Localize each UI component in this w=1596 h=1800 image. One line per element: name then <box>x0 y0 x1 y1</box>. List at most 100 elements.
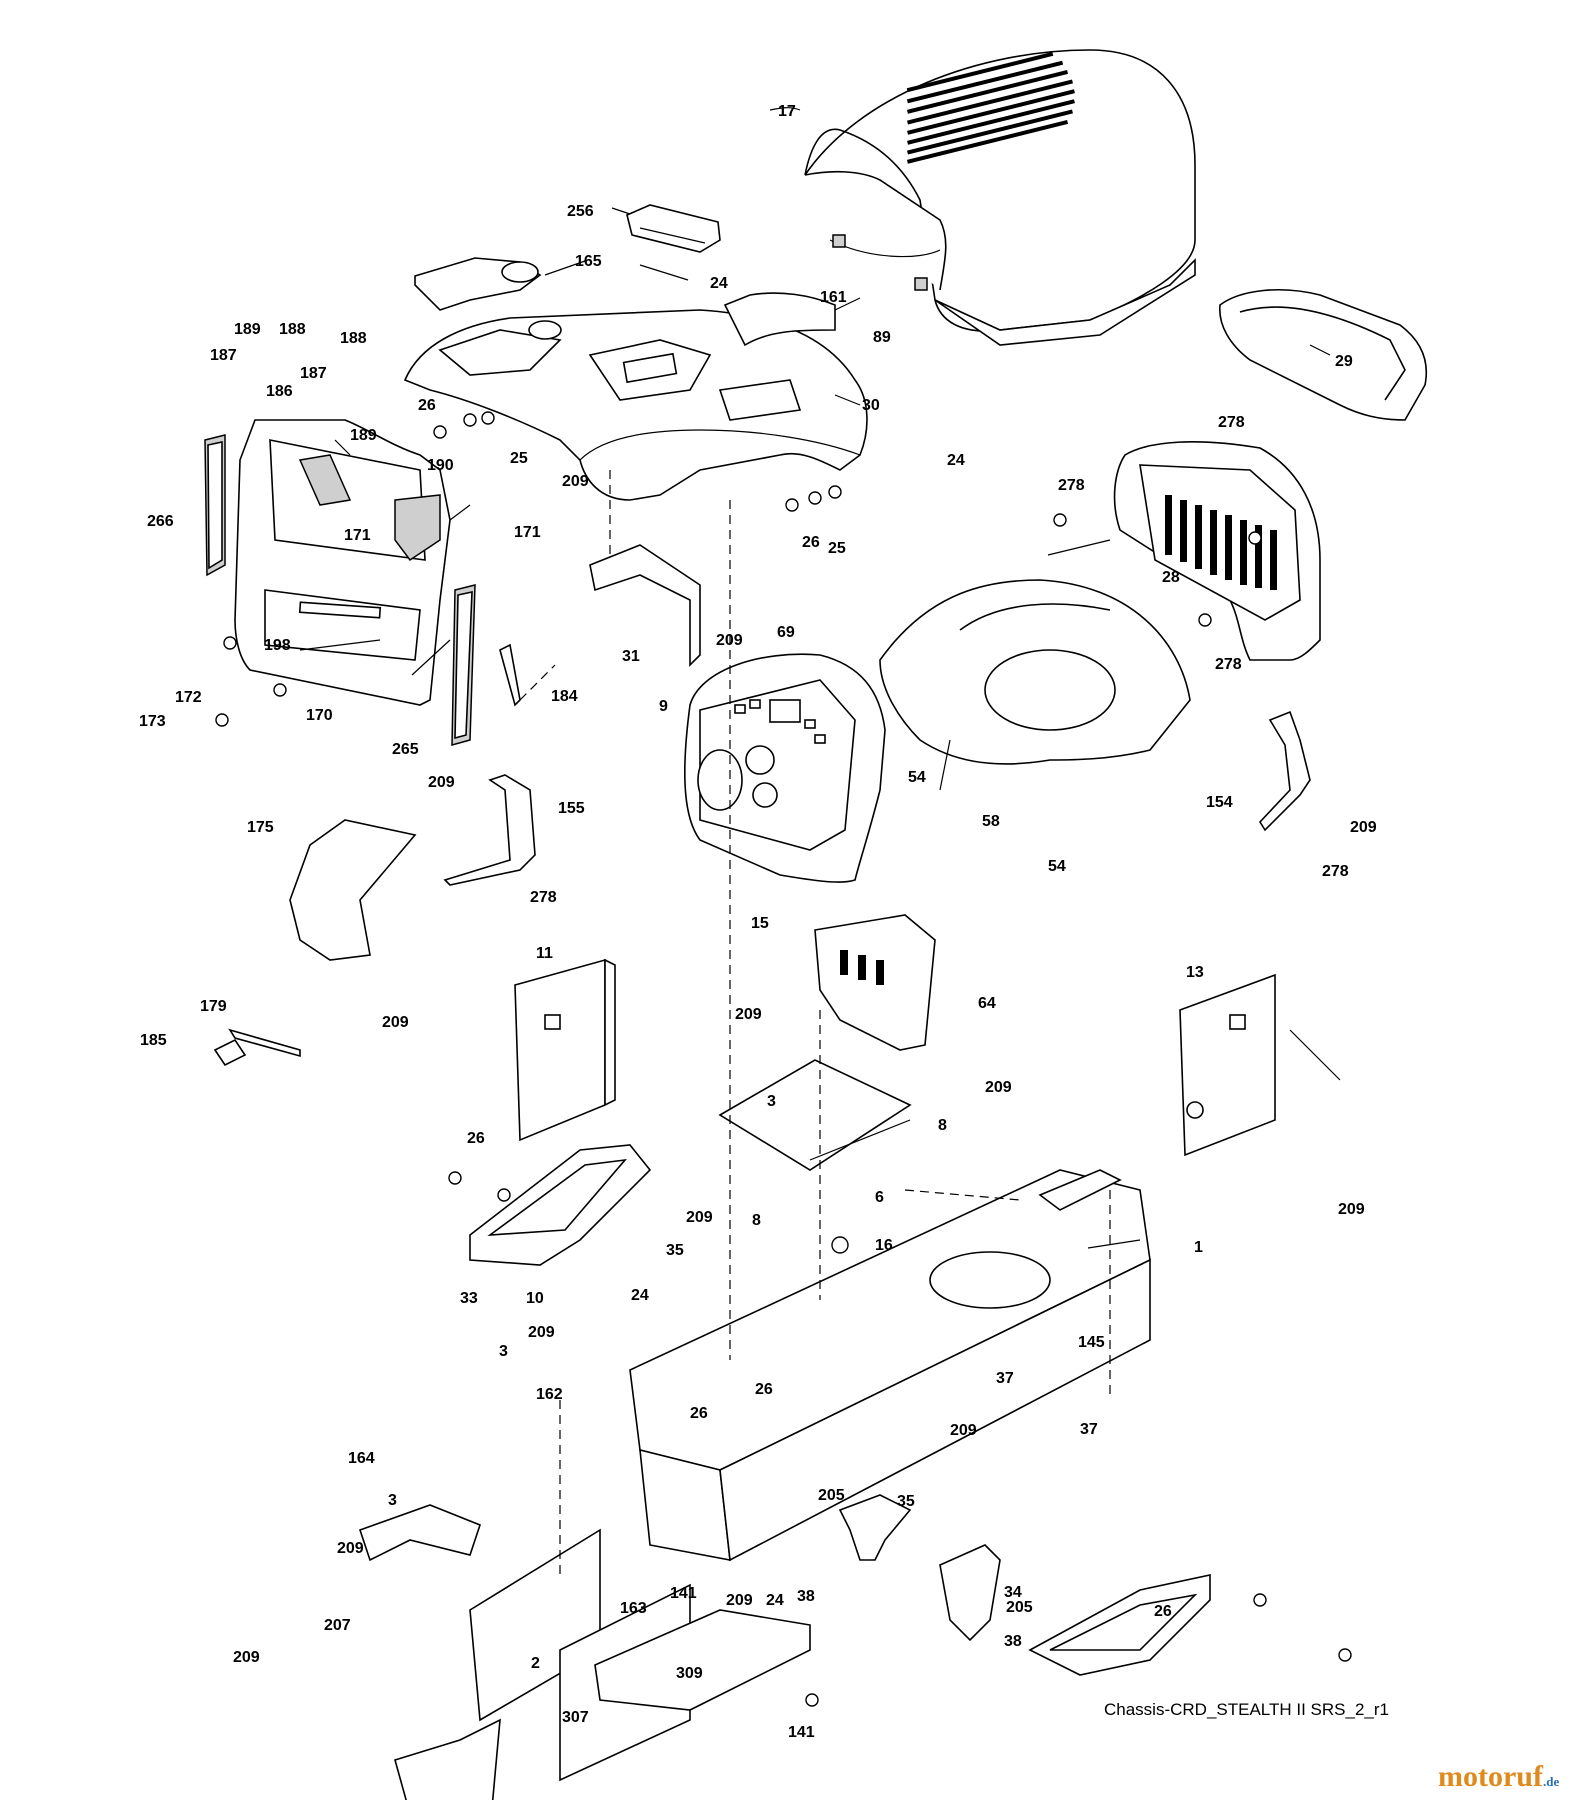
part-13-panel <box>1179 973 1276 1157</box>
callout-29: 29 <box>1335 353 1353 370</box>
callout-278: 278 <box>1322 863 1349 880</box>
callout-209: 209 <box>985 1079 1012 1096</box>
callout-209: 209 <box>735 1006 762 1023</box>
callout-172: 172 <box>175 689 202 706</box>
callout-278: 278 <box>1218 414 1245 431</box>
part-17-hood <box>804 49 1196 346</box>
part-155-bracket <box>443 774 536 886</box>
callout-209: 209 <box>1350 819 1377 836</box>
callout-162: 162 <box>536 1386 563 1403</box>
callout-179: 179 <box>200 998 227 1015</box>
callout-164: 164 <box>348 1450 375 1467</box>
part-307-bracket <box>594 1609 811 1711</box>
part-2-plate <box>394 1718 501 1800</box>
callout-24: 24 <box>766 1592 784 1609</box>
callout-209: 209 <box>428 774 455 791</box>
part-64-cover <box>814 914 936 1051</box>
callout-69: 69 <box>777 624 795 641</box>
callout-10: 10 <box>526 1290 544 1307</box>
part-33-footrest <box>469 1144 652 1266</box>
callout-205: 205 <box>818 1487 845 1504</box>
callout-24: 24 <box>947 452 965 469</box>
callout-188: 188 <box>340 330 367 347</box>
callout-187: 187 <box>210 347 237 364</box>
callout-33: 33 <box>460 1290 478 1307</box>
callout-265: 265 <box>392 741 419 758</box>
callout-8: 8 <box>938 1117 947 1134</box>
callout-26: 26 <box>1154 1603 1172 1620</box>
part-164-bracket <box>358 1504 481 1562</box>
callout-209: 209 <box>382 1014 409 1031</box>
callout-307: 307 <box>562 1709 589 1726</box>
callout-25: 25 <box>510 450 528 467</box>
callout-26: 26 <box>467 1130 485 1147</box>
callout-155: 155 <box>558 800 585 817</box>
callout-26: 26 <box>802 534 820 551</box>
callout-209: 209 <box>726 1592 753 1609</box>
callout-26: 26 <box>755 1381 773 1398</box>
callout-165: 165 <box>575 253 602 270</box>
callout-309: 309 <box>676 1665 703 1682</box>
callout-209: 209 <box>1338 1201 1365 1218</box>
callout-171: 171 <box>514 524 541 541</box>
callout-170: 170 <box>306 707 333 724</box>
part-31-bracket <box>589 544 701 667</box>
callout-3: 3 <box>767 1093 776 1110</box>
part-30-fender <box>403 309 868 501</box>
callout-25: 25 <box>828 540 846 557</box>
part-6-plate <box>718 1059 912 1171</box>
callout-205: 205 <box>1006 1599 1033 1616</box>
callout-161: 161 <box>820 289 847 306</box>
callout-35: 35 <box>666 1242 684 1259</box>
hardware-bolts <box>215 411 1352 1707</box>
part-28-grille <box>1113 441 1321 661</box>
callout-26: 26 <box>418 397 436 414</box>
callout-24: 24 <box>631 1287 649 1304</box>
part-170-rear-panel <box>234 419 451 706</box>
part-89-lever-cover <box>723 292 836 347</box>
callout-38: 38 <box>797 1588 815 1605</box>
part-184-bracket <box>499 643 556 707</box>
callout-6: 6 <box>875 1189 884 1206</box>
callout-89: 89 <box>873 329 891 346</box>
callout-3: 3 <box>499 1343 508 1360</box>
callout-209: 209 <box>337 1540 364 1557</box>
callout-54: 54 <box>1048 858 1066 875</box>
part-154-bracket <box>1258 710 1311 832</box>
logo-tld: .de <box>1542 1774 1560 1789</box>
callout-58: 58 <box>982 813 1000 830</box>
callout-9: 9 <box>659 698 668 715</box>
part-11-panel <box>514 958 616 1142</box>
callout-173: 173 <box>139 713 166 730</box>
callout-17: 17 <box>778 103 796 120</box>
callout-35: 35 <box>897 1493 915 1510</box>
callout-141: 141 <box>670 1585 697 1602</box>
callout-37: 37 <box>1080 1421 1098 1438</box>
callout-154: 154 <box>1206 794 1233 811</box>
callout-145: 145 <box>1078 1334 1105 1351</box>
callout-37: 37 <box>996 1370 1014 1387</box>
motoruf-logo[interactable]: motoruf.de <box>1438 1760 1559 1794</box>
part-175-shield <box>289 819 417 961</box>
callout-209: 209 <box>686 1209 713 1226</box>
callout-187: 187 <box>300 365 327 382</box>
callout-185: 185 <box>140 1032 167 1049</box>
callout-186: 186 <box>266 383 293 400</box>
callout-209: 209 <box>716 632 743 649</box>
callout-1: 1 <box>1194 1239 1203 1256</box>
callout-38: 38 <box>1004 1633 1022 1650</box>
callout-278: 278 <box>1058 477 1085 494</box>
part-34-footrest <box>1028 1574 1211 1676</box>
part-179-lever <box>213 1028 301 1067</box>
callout-209: 209 <box>950 1422 977 1439</box>
callout-2: 2 <box>531 1655 540 1672</box>
callout-3: 3 <box>388 1492 397 1509</box>
callout-11: 11 <box>536 945 553 962</box>
callout-163: 163 <box>620 1600 647 1617</box>
callout-278: 278 <box>530 889 557 906</box>
callout-188: 188 <box>279 321 306 338</box>
diagram-caption: Chassis-CRD_STEALTH II SRS_2_r1 <box>1104 1700 1389 1719</box>
part-266-strip <box>204 434 226 577</box>
part-38-bracket-a <box>838 1494 912 1561</box>
